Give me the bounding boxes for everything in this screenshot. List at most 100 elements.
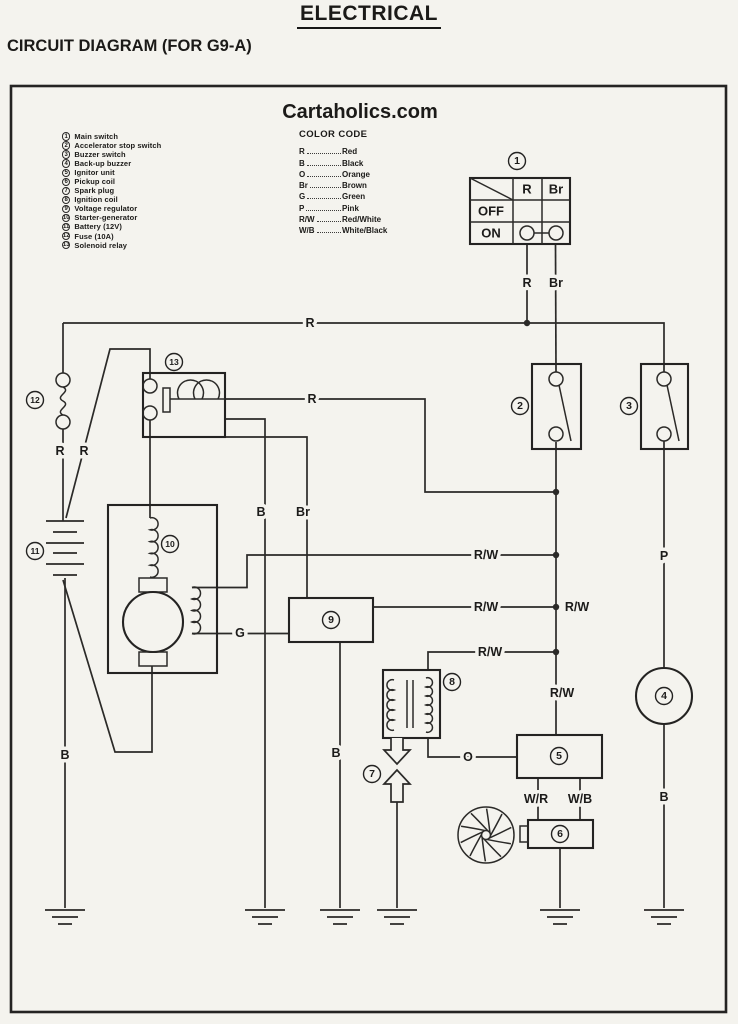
wire-label-rw: R/W [550,686,575,700]
legend-number: 10 [62,213,71,223]
svg-text:7: 7 [369,768,375,780]
svg-text:13: 13 [169,357,179,367]
starter-generator [106,503,219,675]
pickup-coil [519,818,595,850]
legend-label: Fuse (10A) [74,231,114,241]
wire-r-solenoid-coil [225,398,556,493]
color-name: Red [342,147,358,157]
svg-text:8: 8 [449,676,455,688]
legend-label: Ignition coil [74,195,118,205]
legend-label: Starter-generator [74,213,138,223]
wire-br-to-regulator [225,436,308,598]
wire-label-br: Br [296,505,310,519]
color-name: Brown [342,181,367,191]
wire-label-r: R [522,276,531,290]
dotted-leader [306,209,341,211]
wire-label-rw: R/W [565,600,590,614]
table-grid [470,178,570,244]
coil-core [406,680,414,728]
voltage-regulator [287,596,375,644]
solenoid-contact [142,378,158,394]
armature [121,590,185,654]
legend-number: 2 [62,141,71,150]
wire-label-br: Br [549,276,563,290]
color-name: Black [342,158,364,168]
page-title: ELECTRICAL [297,2,441,29]
hv-arrow-down [382,738,412,766]
buzzer-switch [639,362,690,451]
col-label-r: R [522,182,532,197]
wiring [62,243,665,908]
ignitor-unit [515,733,604,780]
main-switch: R Br OFF ON [468,176,572,246]
main-switch-table [468,176,572,246]
contact-circle [519,225,535,241]
legend-number: 1 [62,132,71,141]
component-number-4: 4 [654,686,674,706]
pickup-tab [519,825,529,843]
component-number-12: 12 [25,390,45,410]
color-code-abbr: O [299,169,306,179]
dotted-leader [309,187,341,189]
contact-circle [548,225,564,241]
color-code-row: O Orange [299,168,429,179]
color-code-title: COLOR CODE [299,129,368,140]
dotted-leader [316,221,341,223]
dotted-leader [307,198,341,200]
component-number-2: 2 [510,396,530,416]
component-number-13: 13 [164,352,184,372]
table-diagonal [469,177,514,201]
legend-label: Pickup coil [74,177,116,187]
legend-number: 11 [62,222,71,232]
component-number-7: 7 [362,764,382,784]
color-code-abbr: P [299,203,305,213]
legend-label: Buzzer switch [74,150,126,160]
color-code-abbr: B [299,158,305,168]
component-numbers: 1 2 3 4 5 6 7 8 9 10 11 12 13 [25,151,674,844]
color-name: Red/White [342,215,382,225]
ignition-coil [381,668,442,740]
solenoid-coil [176,379,221,400]
switch-blade [558,384,572,442]
component-number-8: 8 [442,672,462,692]
battery [46,520,84,576]
legend-number: 9 [62,204,71,214]
solenoid-relay [141,371,227,439]
legend-label: Back-up buzzer [74,159,132,169]
shunt-field-coil [189,586,202,635]
legend-label: Spark plug [74,186,115,196]
legend-label: Voltage regulator [74,204,138,214]
component-number-1: 1 [507,151,527,171]
component-number-5: 5 [549,746,569,766]
legend-number: 4 [62,159,71,168]
page-subtitle: CIRCUIT DIAGRAM (FOR G9-A) [7,37,252,55]
wire-label-b: B [60,748,69,762]
row-label-off: OFF [478,204,504,219]
backup-buzzer [634,666,694,726]
component-number-10: 10 [160,534,180,554]
wire-label-rw: R/W [474,548,499,562]
brush-bottom [138,651,168,667]
legend-number: 8 [62,195,71,205]
wire-labels: R Br R R R R B Br B B G R/W R/W R/W R/W … [52,273,672,810]
color-name: Orange [342,169,371,179]
spark-plug-arrow-up [382,768,412,803]
svg-text:12: 12 [30,395,40,405]
color-name: White/Black [342,226,388,236]
accelerator-stop-switch [530,362,583,451]
component-number-6: 6 [550,824,570,844]
wire-label-wr: W/R [524,792,548,806]
